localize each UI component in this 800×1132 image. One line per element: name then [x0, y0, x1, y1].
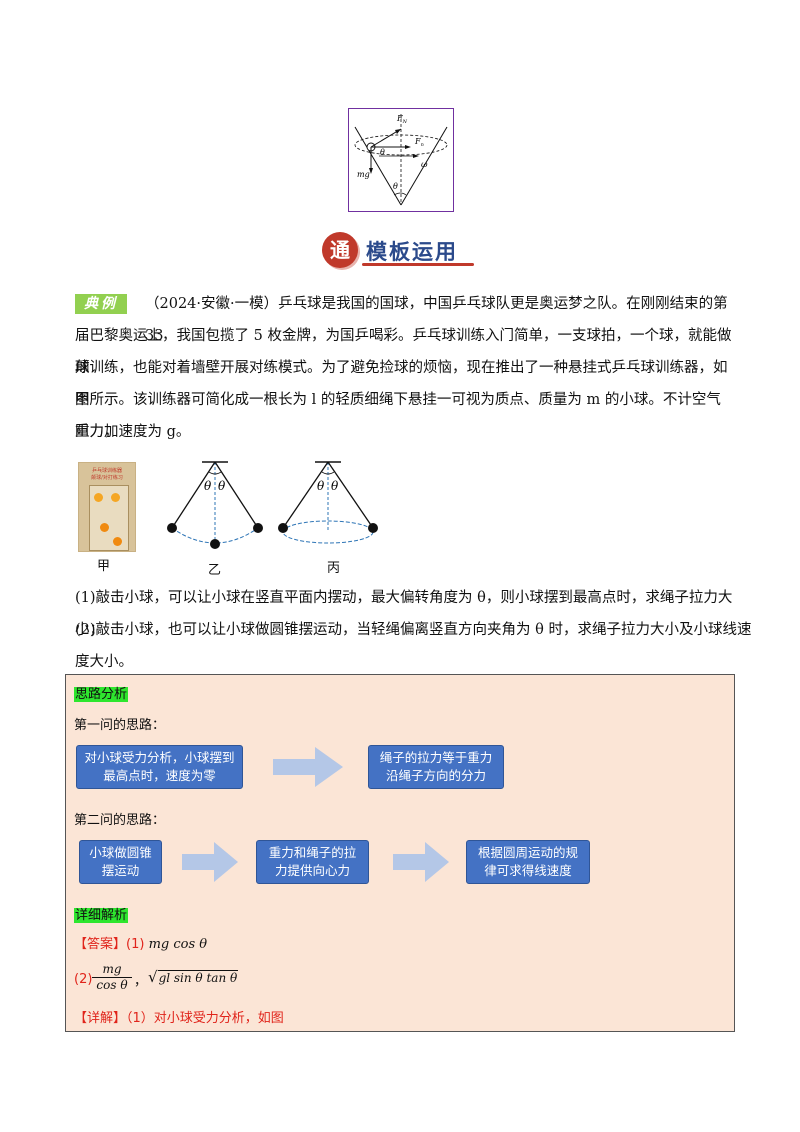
q2-step-2: 重力和绳子的拉力提供向心力: [256, 840, 369, 884]
mg-label: mg: [357, 170, 370, 179]
fc-label: Fn: [414, 137, 424, 148]
theta-c2: θ: [331, 479, 339, 493]
question-2: (2)敲击小球，也可以让小球做圆锥摆运动，当轻绳偏离竖直方向夹角为 θ 时，求绳…: [75, 622, 752, 638]
ball-c-left: [278, 523, 288, 533]
q1-step-1: 对小球受力分析，小球摆到最高点时，速度为零: [76, 745, 243, 789]
photo-ball-4: [113, 537, 122, 546]
theta-left-label: θ: [380, 148, 385, 157]
section-title: 通 模板运用: [322, 232, 482, 270]
caption-b: 乙: [208, 563, 222, 578]
section-title-text: 模板运用: [366, 240, 458, 264]
detail-tag: 详细解析: [74, 908, 129, 923]
photo-trainer: 乒乓球训练器 颠球/对打练习: [78, 462, 136, 552]
example-line-1: （2024·安徽·一模）乒乓球是我国的国球，中国乒乓球队更是奥运梦之队。在刚刚结…: [145, 296, 728, 344]
ball-c-right: [368, 523, 378, 533]
top-force-diagram: FN Fn θ ω mg θ: [348, 108, 454, 212]
photo-caption: 甲: [97, 559, 111, 574]
section-badge-text: 通: [330, 238, 350, 262]
analysis-panel: 思路分析 第一问的思路： 对小球受力分析，小球摆到最高点时，速度为零 绳子的拉力…: [65, 674, 735, 1032]
example-line-4: 甲所示。该训练器可简化成一根长为 l 的轻质细绳下悬挂一可视为质点、质量为 m …: [75, 392, 721, 440]
theta-b2: θ: [218, 479, 226, 493]
photo-ball-3: [100, 523, 109, 532]
example-tag: 典例: [75, 294, 127, 314]
analysis-tag: 思路分析: [74, 687, 129, 702]
q2-heading: 第二问的思路：: [74, 813, 166, 828]
q2-step-1: 小球做圆锥摆运动: [79, 840, 162, 884]
ball-bottom: [210, 539, 220, 549]
photo-text-1: 乒乓球训练器: [91, 468, 122, 474]
q1-arrow: [273, 747, 343, 787]
force-diagram-svg: FN Fn θ ω mg θ: [354, 114, 448, 206]
q2-step-3: 根据圆周运动的规律可求得线速度: [466, 840, 590, 884]
photo-ball-1: [94, 493, 103, 502]
ball-right: [253, 523, 263, 533]
answer-2-fraction: mg cos θ: [92, 962, 132, 993]
example-line-3: 球训练，也能对着墙壁开展对练模式。为了避免捡球的烦恼，现在推出了一种悬挂式乒乓球…: [75, 360, 728, 408]
question-1: (1)敲击小球，可以让小球在竖直平面内摆动，最大偏转角度为 θ，则小球摆到最高点…: [75, 590, 733, 638]
pendulum-figure-c: θ θ: [278, 461, 378, 544]
q1-step-2: 绳子的拉力等于重力沿绳子方向的分力: [368, 745, 504, 789]
photo-text-2: 颠球/对打练习: [91, 475, 123, 481]
theta-bottom-label: θ: [393, 182, 398, 191]
ball-left: [167, 523, 177, 533]
q2-arrow-2: [393, 842, 449, 882]
answer-2-sqrt: √gl sin θ tan θ: [148, 968, 239, 986]
photo-ball-2: [111, 493, 120, 502]
caption-c: 丙: [327, 561, 341, 576]
omega-label: ω: [421, 160, 428, 169]
fn-label: FN: [396, 114, 408, 125]
q1-heading: 第一问的思路：: [74, 718, 166, 733]
question-3: 度大小。: [75, 654, 133, 670]
q2-arrow-1: [182, 842, 238, 882]
example-tag-text: 典例: [84, 296, 118, 312]
example-line-5: 重力加速度为 g。: [75, 424, 191, 440]
example-line-2: 届巴黎奥运上，我国包揽了 5 枚金牌，为国乒喝彩。乒乓球训练入门简单，一支球拍，…: [75, 328, 732, 376]
answer-1-expr: mg cos θ: [148, 937, 208, 952]
pendulum-figure-b: θ θ: [167, 461, 263, 549]
section-title-underline: [362, 263, 474, 266]
section-badge: 通: [322, 232, 358, 268]
answer-line-1: 【答案】(1) mg cos θ: [74, 937, 208, 952]
theta-c1: θ: [317, 479, 325, 493]
theta-b1: θ: [204, 479, 212, 493]
detail-line: 【详解】（1）对小球受力分析，如图: [74, 1011, 284, 1026]
